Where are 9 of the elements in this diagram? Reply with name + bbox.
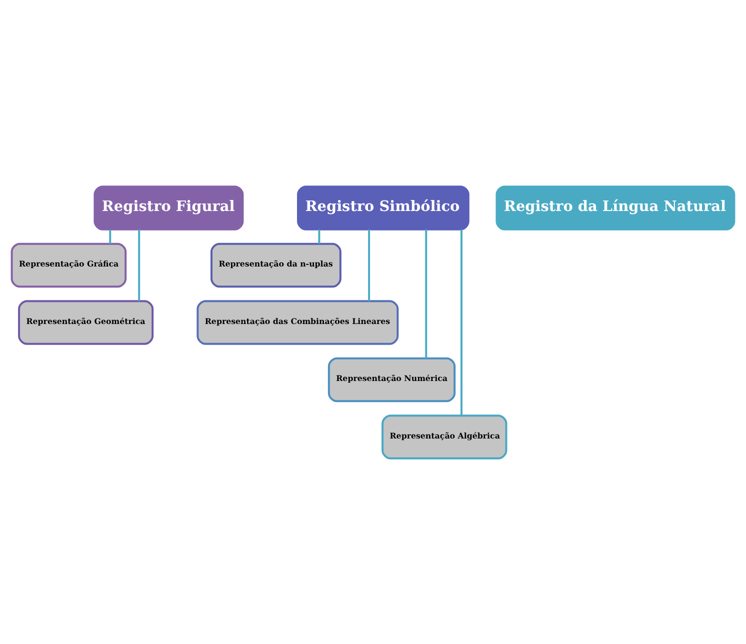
connector: [460, 229, 462, 415]
node-box: Registro da Língua Natural: [496, 185, 736, 230]
connector: [318, 229, 320, 244]
connector: [109, 229, 112, 244]
connector: [425, 228, 428, 358]
node-box: Registro Figural: [94, 185, 244, 230]
node-box: Registro Simbólico: [297, 185, 470, 230]
connector: [368, 229, 370, 301]
connector: [138, 229, 140, 301]
